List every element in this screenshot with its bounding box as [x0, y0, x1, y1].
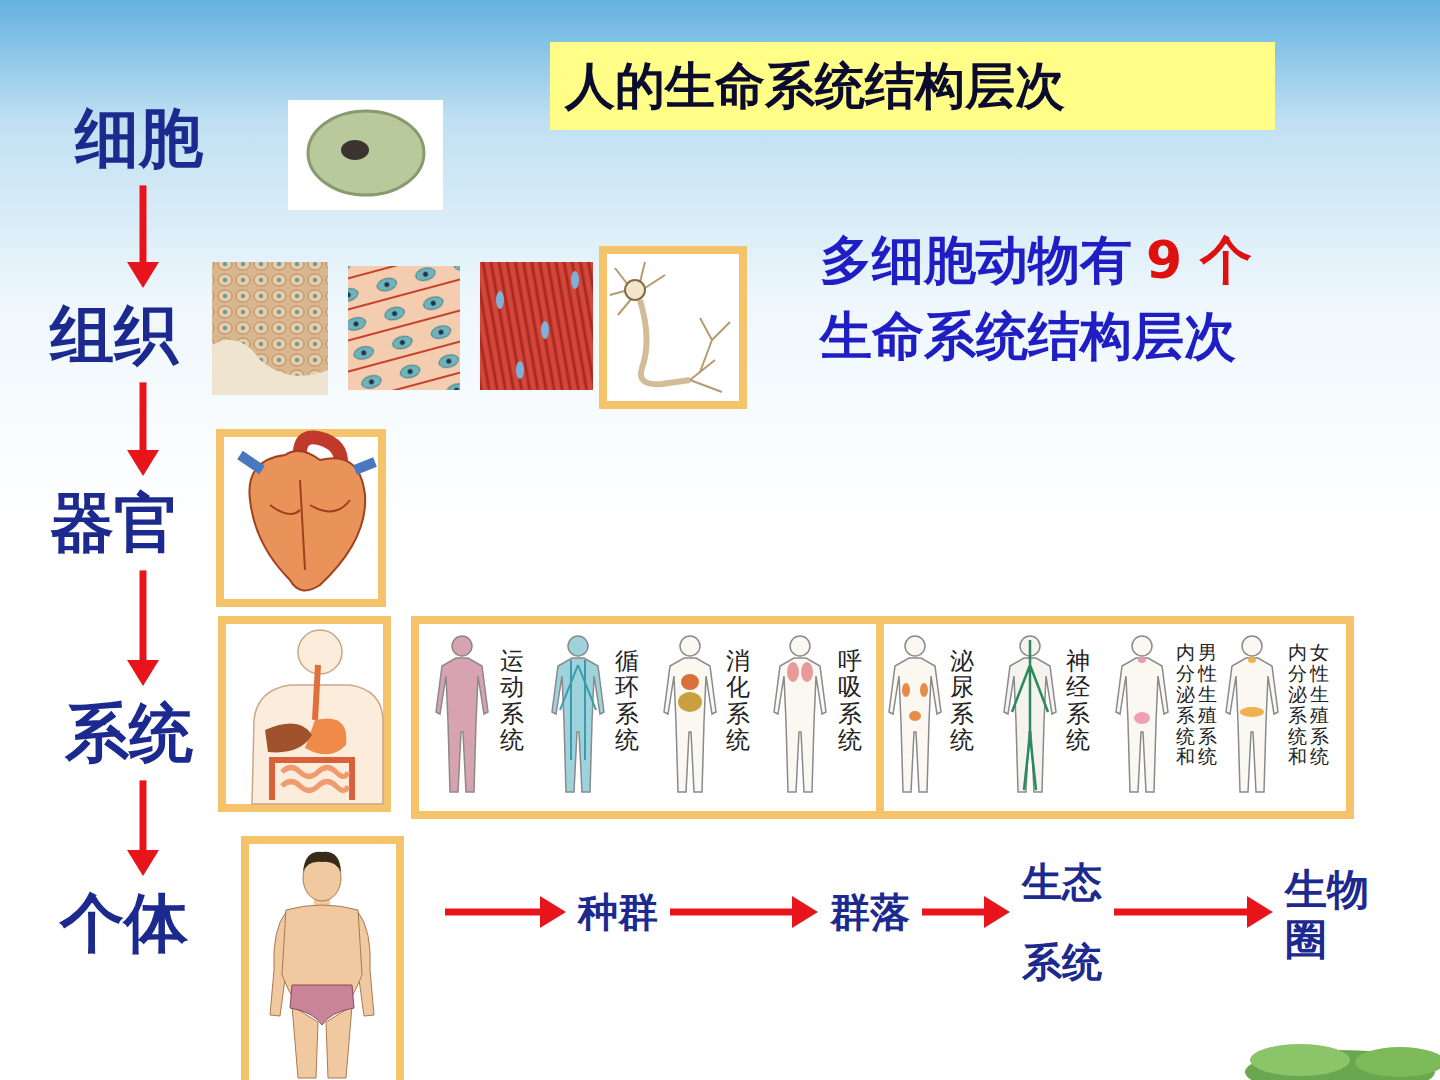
level-text: 个体 [60, 888, 188, 958]
level-text: 群落 [830, 890, 910, 934]
arrow-shaft [1114, 909, 1249, 916]
flow-arrow [127, 382, 159, 476]
arrow-shaft [922, 909, 986, 916]
level-text: 生态系统 [1022, 842, 1102, 1002]
level-text: 组织 [50, 300, 178, 370]
system-name: 循环系统 [615, 648, 639, 754]
note-text: 生命系统结构层次 [820, 308, 1236, 365]
level-text: 系统 [65, 698, 193, 768]
slide-title: 人的生命系统结构层次 [550, 42, 1275, 130]
system-name: 男性生殖系统 [1198, 642, 1217, 767]
system-name: 消化系统 [726, 648, 750, 754]
level-text: 细胞 [75, 103, 203, 173]
person-picture [245, 840, 400, 1080]
flow-arrow [127, 185, 159, 288]
level-label: 细胞 [75, 103, 203, 173]
arrow-head [127, 450, 159, 476]
tree-decoration [1245, 1044, 1440, 1080]
systems-panel [415, 620, 1350, 815]
level-label: 群落 [830, 890, 910, 934]
arrow-head [540, 896, 566, 928]
level-text: 种群 [578, 890, 658, 934]
note-text: 多细胞动物有 [820, 232, 1132, 289]
system-name: 呼吸系统 [838, 648, 862, 754]
arrow-head [984, 896, 1010, 928]
arrow-head [792, 896, 818, 928]
arrow-shaft [140, 780, 147, 852]
digestive-picture [222, 620, 387, 808]
flow-arrow [127, 780, 159, 876]
arrow-shaft [670, 909, 794, 916]
level-label: 个体 [60, 888, 188, 958]
cell-picture [288, 100, 443, 210]
level-label: 生态系统 [1022, 842, 1102, 1002]
level-label: 系统 [65, 698, 193, 768]
system-name: 女性生殖系统 [1310, 642, 1329, 767]
flow-arrow [127, 570, 159, 686]
level-label: 器官 [50, 488, 178, 558]
arrow-shaft [140, 570, 147, 662]
arrow-head [127, 660, 159, 686]
arrow-head [1247, 896, 1273, 928]
level-label: 组织 [50, 300, 178, 370]
flow-arrow [1114, 896, 1273, 928]
flow-arrow [922, 896, 1010, 928]
system-name: 运动系统 [500, 648, 524, 754]
arrow-shaft [140, 382, 147, 452]
tissue-pictures [212, 250, 743, 405]
system-name: 泌尿系统 [950, 648, 974, 754]
level-label: 种群 [578, 890, 658, 934]
level-label: 生物圈 [1285, 865, 1369, 966]
heart-picture [220, 433, 382, 603]
arrow-shaft [140, 185, 147, 264]
level-text: 器官 [50, 488, 178, 558]
arrow-head [127, 262, 159, 288]
note-text: 9 个 [1146, 232, 1252, 289]
flow-arrow [670, 896, 818, 928]
system-name: 神经系统 [1066, 648, 1090, 754]
system-name: 内分泌系统和 [1176, 642, 1195, 767]
system-name: 内分泌系统和 [1288, 642, 1307, 767]
level-text: 生物圈 [1285, 865, 1369, 966]
arrow-head [127, 850, 159, 876]
